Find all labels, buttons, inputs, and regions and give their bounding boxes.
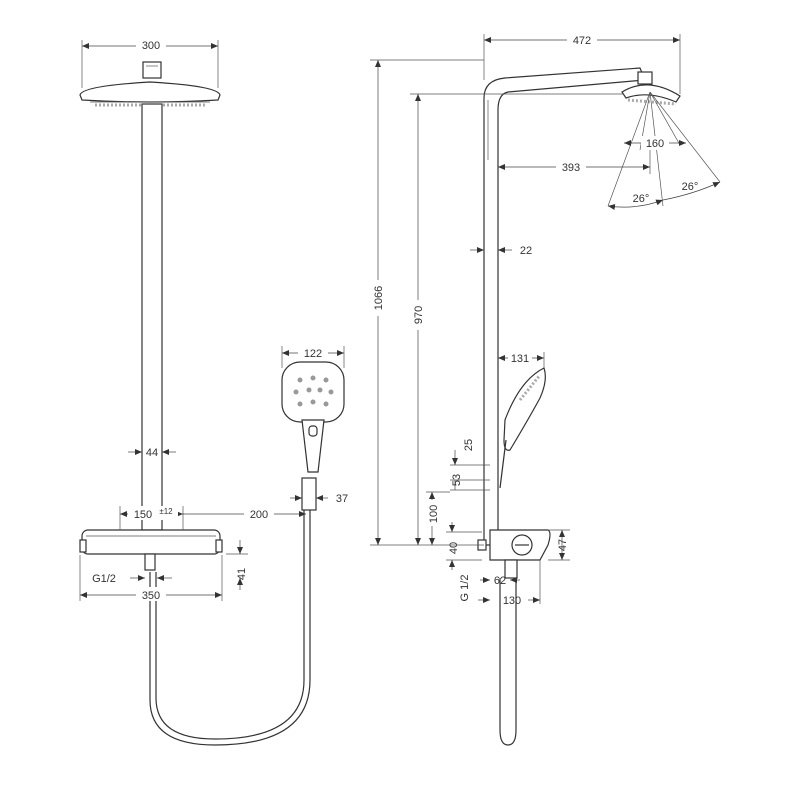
side-riser-rail (483, 67, 646, 546)
dim-side-thread: G 1/2 (459, 575, 471, 602)
hand-shower-holder (301, 477, 317, 511)
dim-spray-angles: 26° 26° (607, 181, 721, 210)
dim-tolerance: ±12 (159, 507, 173, 516)
dim-label: 970 (413, 306, 425, 324)
dim-thermostat-spacing: 150 ±12 (119, 506, 184, 530)
dim-label: 37 (336, 493, 348, 505)
dim-label: 22 (520, 245, 532, 257)
dim-thermostat-depth: 41 (226, 540, 248, 590)
dim-thread: G1/2 (92, 573, 172, 585)
dim-total-height: 1066 (370, 59, 484, 546)
dim-label: 47 (557, 539, 569, 551)
dim-label: 41 (236, 568, 248, 580)
dim-47: 47 (548, 529, 570, 561)
side-view: 472 160 393 26° 26° 22 (370, 33, 721, 746)
dim-label: 44 (146, 447, 158, 459)
riser-pipe (141, 103, 163, 531)
dim-label: 53 (451, 474, 463, 486)
dim-label: 300 (142, 40, 160, 52)
dim-label: 25 (463, 439, 475, 451)
side-hand-shower (499, 367, 546, 489)
dim-label: 26° (633, 193, 650, 205)
dim-hand-shower-width: 122 (281, 346, 345, 368)
dim-pipe-width: 44 (128, 447, 176, 459)
dim-53: 53 (450, 474, 490, 491)
dim-thermostat-width: 350 (79, 555, 223, 602)
dim-label: 160 (646, 138, 664, 150)
dim-label: 150 (134, 509, 152, 521)
dim-head-height: 970 (410, 93, 624, 545)
spray-angle-lines (607, 91, 721, 207)
dim-label: 350 (142, 590, 160, 602)
shower-hose (149, 510, 311, 746)
dim-40: 40 (446, 522, 482, 570)
dim-arm-projection: 472 (483, 33, 681, 94)
dim-label: 1066 (373, 286, 385, 310)
dim-62: 62 (480, 575, 520, 587)
dim-label: 200 (250, 509, 268, 521)
dim-label: 393 (562, 162, 580, 174)
dim-hand-shower-reach: 131 (498, 351, 545, 368)
dim-side-head-diameter: 160 (624, 136, 686, 150)
hand-shower (281, 361, 345, 473)
dim-hose-offset: 200 (183, 506, 306, 521)
dim-label: 131 (511, 353, 529, 365)
dim-130: 130 (478, 560, 541, 607)
dim-100: 100 (425, 491, 450, 545)
thermostat-body (79, 529, 223, 571)
dim-holder-width: 37 (290, 493, 348, 505)
dim-label: G1/2 (92, 573, 116, 585)
dim-label: 62 (494, 575, 506, 587)
dim-25: 25 (450, 439, 490, 481)
dim-label: 122 (304, 348, 322, 360)
dim-label: 472 (573, 35, 591, 47)
dim-arm-reach: 393 (498, 150, 651, 174)
dim-label: G 1/2 (459, 575, 471, 602)
overhead-shower-head (79, 61, 221, 107)
dim-label: 40 (448, 542, 460, 554)
dim-label: 26° (682, 181, 699, 193)
front-view: 300 44 150 ±12 200 37 (79, 38, 348, 746)
dim-head-diameter: 300 (81, 38, 219, 88)
dim-rail-width: 22 (470, 245, 532, 257)
dim-label: 130 (503, 595, 521, 607)
side-hose (499, 578, 517, 746)
dim-label: 100 (428, 505, 440, 523)
